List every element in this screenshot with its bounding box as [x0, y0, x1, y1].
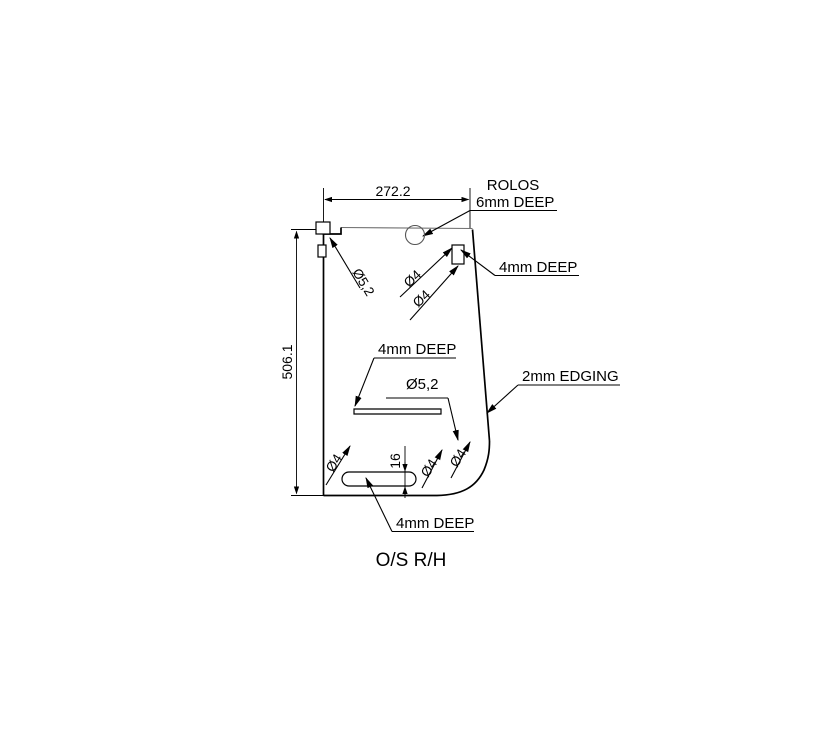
part-outline-top-edge	[340, 226, 473, 230]
top-right-depth-leader	[460, 249, 496, 276]
dim-height-value: 506.1	[279, 344, 295, 379]
feature-mid-slot: 4mm DEEP Ø5,2	[353, 341, 459, 442]
dimension-height-506: 506.1	[279, 229, 324, 496]
lower-dia-left-leader	[325, 445, 351, 486]
feature-bottom-slot: 4mm DEEP	[341, 471, 474, 533]
bottom-slot-depth-leader	[365, 477, 393, 532]
bottom-slot-depth-label: 4mm DEEP	[396, 515, 474, 532]
lower-dia-left-label: Ø4	[323, 451, 346, 475]
lower-dia-right-leader	[450, 441, 471, 479]
top-right-depth-label: 4mm DEEP	[499, 259, 577, 276]
rolos-depth-label: 6mm DEEP	[476, 194, 554, 211]
upper-dia-b-label: Ø4	[410, 287, 434, 311]
upper-dia-a-leader	[399, 247, 453, 298]
dimension-slot-offset-16: 16	[387, 446, 408, 498]
rolos-hole-circle	[404, 224, 426, 246]
mid-dia-label: Ø5,2	[406, 376, 439, 393]
top-right-rect-feature	[451, 244, 465, 265]
dim16-value: 16	[387, 453, 403, 469]
callout-top-right-depth: 4mm DEEP	[451, 244, 579, 277]
drawing-title: O/S R/H	[376, 550, 447, 571]
callout-edging: 2mm EDGING	[486, 368, 620, 414]
dim-width-value: 272.2	[375, 183, 410, 199]
mid-slot-depth-leader	[354, 357, 375, 408]
mid-slot-shape	[353, 408, 442, 415]
rolos-label: ROLOS	[487, 177, 540, 194]
callout-rolos: ROLOS 6mm DEEP	[404, 177, 557, 246]
lower-dia-mid-leader	[421, 449, 443, 489]
top-left-dia-leader	[329, 237, 361, 289]
top-left-notch-upper	[315, 221, 331, 235]
edging-leader	[486, 384, 519, 414]
top-left-notch-lower	[317, 244, 327, 258]
callout-lower-dia-mid: Ø4	[418, 449, 443, 489]
callout-top-left-dia: Ø5,2	[315, 221, 377, 299]
callout-upper-dia-a: Ø4	[399, 247, 453, 298]
callout-lower-dia-right: Ø4	[447, 441, 471, 479]
part-outline-bottom-edge	[323, 440, 491, 497]
bottom-slot-shape	[341, 471, 417, 487]
mid-slot-depth-label: 4mm DEEP	[378, 341, 456, 358]
top-left-dia-label: Ø5,2	[349, 266, 377, 299]
rolos-leader-line	[422, 210, 471, 237]
upper-dia-a-label: Ø4	[401, 267, 425, 291]
upper-dia-b-leader	[409, 265, 459, 321]
part-outline-right-edge	[471, 229, 491, 442]
mid-dia-leader	[447, 397, 459, 442]
edging-label: 2mm EDGING	[522, 368, 619, 385]
